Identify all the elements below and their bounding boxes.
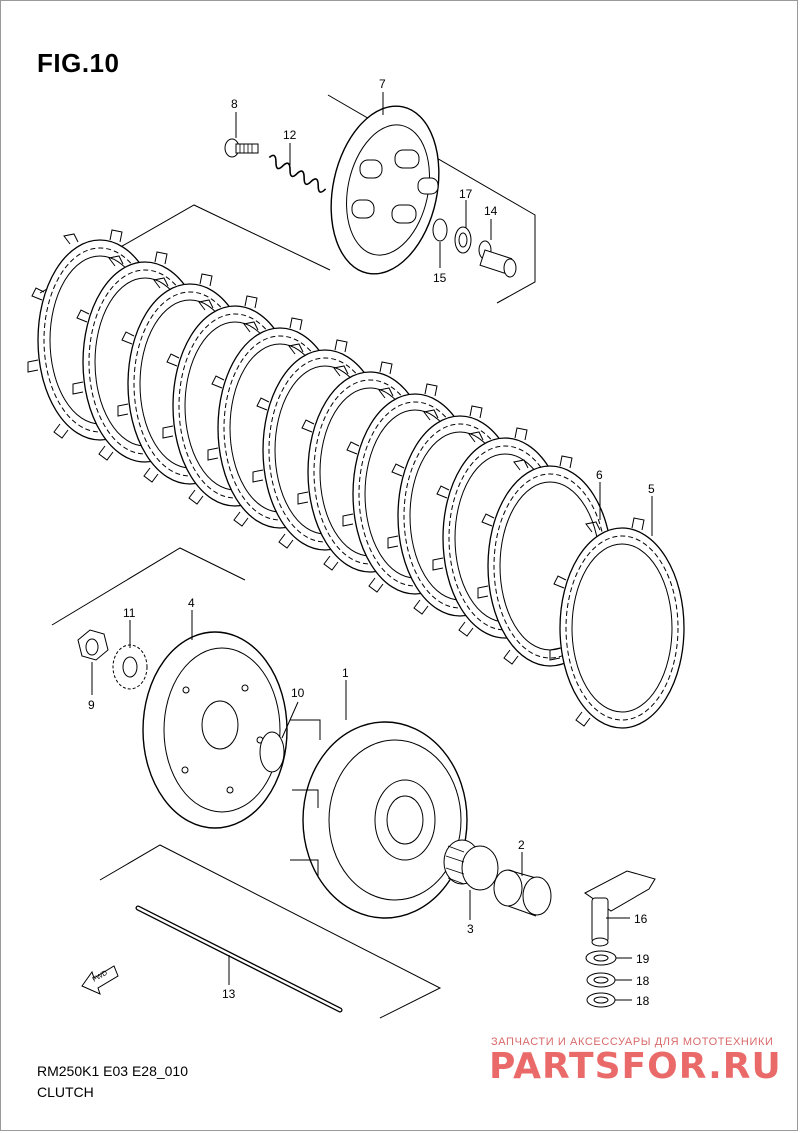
callout-15: 15: [433, 271, 447, 285]
callout-17: 17: [459, 187, 473, 201]
push-rod-13: [135, 905, 343, 1013]
callout-2: 2: [518, 838, 525, 852]
callout-6: 6: [596, 468, 603, 482]
clutch-bolt-8: [224, 138, 259, 158]
clutch-spring-12: [268, 154, 327, 193]
bearing-18b: [586, 992, 616, 1008]
washer-10: [259, 731, 285, 773]
washer-15: [432, 218, 448, 242]
callout-3: 3: [467, 922, 474, 936]
nut-9: [77, 629, 109, 661]
callout-13: 13: [222, 987, 236, 1001]
callout-18a: 18: [636, 974, 650, 988]
callout-4: 4: [188, 596, 195, 610]
fwd-arrow-icon: FWD: [81, 965, 119, 995]
spacer-2: [493, 869, 552, 917]
push-rod-frame: [99, 844, 442, 1019]
callout-5: 5: [648, 482, 655, 496]
bearing-17: [454, 226, 472, 254]
bearing-18a: [586, 972, 616, 988]
pressure-plate-7: [330, 105, 440, 275]
callout-16: 16: [634, 912, 648, 926]
oil-seal-19: [585, 950, 617, 966]
section-name: CLUTCH: [37, 1084, 94, 1100]
watermark-tagline: ЗАПЧАСТИ И АКСЕССУАРЫ ДЛЯ МОТОТЕХНИКИ: [491, 1036, 774, 1048]
callout-18b: 18: [636, 994, 650, 1008]
hub-group-frame: [51, 547, 246, 626]
callout-7: 7: [379, 77, 386, 91]
release-lever-16: [584, 870, 656, 947]
model-code: RM250K1 E03 E28_010: [37, 1063, 188, 1079]
needle-bearing-3: [443, 839, 499, 891]
lock-washer-11: [112, 644, 148, 690]
primary-driven-gear-1: [290, 719, 468, 919]
figure-title: FIG.10: [37, 48, 120, 78]
callout-9: 9: [88, 698, 95, 712]
callout-12: 12: [283, 128, 297, 142]
callout-1: 1: [342, 666, 349, 680]
callout-10: 10: [291, 686, 305, 700]
callout-11: 11: [123, 606, 136, 620]
push-piece-14: [478, 240, 517, 278]
callout-14: 14: [484, 204, 498, 218]
callout-8: 8: [231, 97, 238, 111]
leader-lines: [91, 92, 653, 1001]
watermark-logo: PARTSFOR.RU: [489, 1046, 782, 1087]
callout-19: 19: [636, 952, 650, 966]
sleeve-hub-4: [142, 631, 288, 829]
